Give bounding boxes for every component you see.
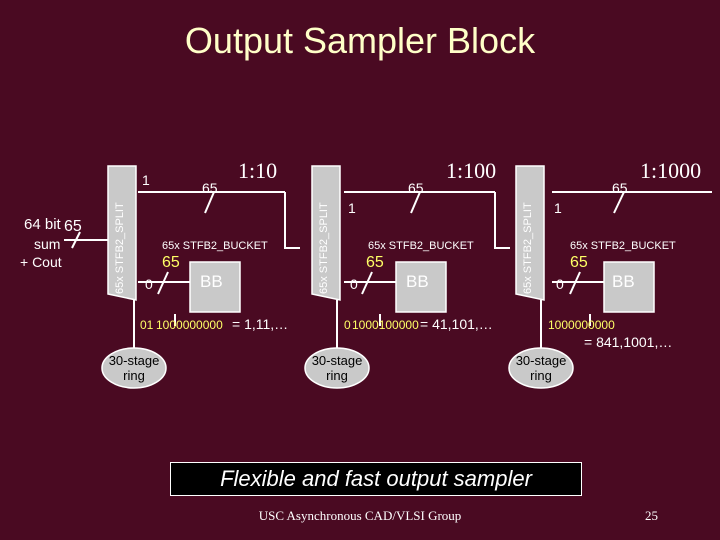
bb-label-1: BB	[200, 272, 223, 291]
wire-s2-carry	[494, 192, 510, 249]
split-block-3	[515, 165, 545, 301]
bus-slash-input	[71, 231, 81, 249]
bb-label-2: BB	[406, 272, 429, 291]
bus-width-s2-mid: 65	[366, 254, 384, 271]
bus-width-s3-mid: 65	[570, 254, 588, 271]
pattern-bits-1: 1000000000	[156, 318, 223, 332]
bus-width-s3-top: 65	[612, 180, 628, 196]
bus-slash-s3-top	[613, 191, 625, 214]
input-bus-width: 65	[64, 218, 82, 235]
bus-slash-s1-top	[204, 191, 215, 214]
ratio-1: 1:10	[238, 158, 278, 183]
ring-3	[508, 347, 574, 389]
ring-2	[304, 347, 370, 389]
pattern-bits-2: 1000100000	[352, 318, 419, 332]
bus-slash-s2-top	[410, 191, 421, 214]
input-label-line2: sum	[34, 236, 61, 252]
page-number: 25	[645, 508, 658, 523]
bus-slash-s2-mid	[361, 271, 373, 295]
bucket-label-2: 65x STFB2_BUCKET	[368, 240, 474, 252]
ratio-2: 1:100	[446, 158, 497, 183]
pattern-value-1: = 1,11,…	[232, 316, 289, 332]
pattern-prefix-1: 01	[140, 318, 154, 332]
pattern-prefix-2: 0	[344, 318, 351, 332]
bucket-block-1	[189, 261, 241, 313]
bus-slash-s3-mid	[569, 271, 581, 295]
bus-width-s2-top: 65	[408, 180, 424, 196]
bus-slash-s1-mid	[157, 271, 169, 295]
pattern-bits-3: 1000000000	[548, 318, 615, 332]
port0-s3: 0	[556, 276, 564, 292]
port0-s1: 0	[145, 276, 153, 292]
ring-label-2: 30-stage ring	[311, 353, 363, 383]
bus-width-s1-mid: 65	[162, 254, 180, 271]
bucket-block-3	[603, 261, 655, 313]
split-label-3: 65x STFB2_SPLIT	[522, 202, 534, 294]
wires	[64, 191, 712, 350]
split-label-2: 65x STFB2_SPLIT	[318, 202, 330, 294]
pattern-value-2: = 41,101,…	[420, 316, 493, 332]
split-label-1: 65x STFB2_SPLIT	[114, 202, 126, 294]
wire-s1-carry	[284, 192, 300, 249]
split-block-2	[311, 165, 341, 301]
port0-s2: 0	[350, 276, 358, 292]
bb-label-3: BB	[612, 272, 635, 291]
bucket-block-2	[395, 261, 447, 313]
pattern-value-3: = 841,1001,…	[584, 334, 673, 350]
ring-1	[101, 347, 167, 389]
summary-banner: Flexible and fast output sampler	[170, 462, 582, 496]
port1-s1: 1	[142, 172, 150, 188]
input-label-line3: + Cout	[20, 254, 62, 270]
ratio-3: 1:1000	[640, 158, 702, 183]
bucket-label-3: 65x STFB2_BUCKET	[570, 240, 676, 252]
bus-width-s1-top: 65	[202, 180, 218, 196]
split-block-1	[107, 165, 137, 301]
ring-label-1: 30-stage ring	[108, 353, 160, 383]
slide-title: Output Sampler Block	[184, 20, 536, 61]
ring-label-3: 30-stage ring	[515, 353, 567, 383]
port1-s2: 1	[348, 200, 356, 216]
input-label-line1: 64 bit	[24, 216, 61, 233]
footer-text: USC Asynchronous CAD/VLSI Group	[258, 508, 462, 523]
port1-s3: 1	[554, 200, 562, 216]
bucket-label-1: 65x STFB2_BUCKET	[162, 240, 268, 252]
